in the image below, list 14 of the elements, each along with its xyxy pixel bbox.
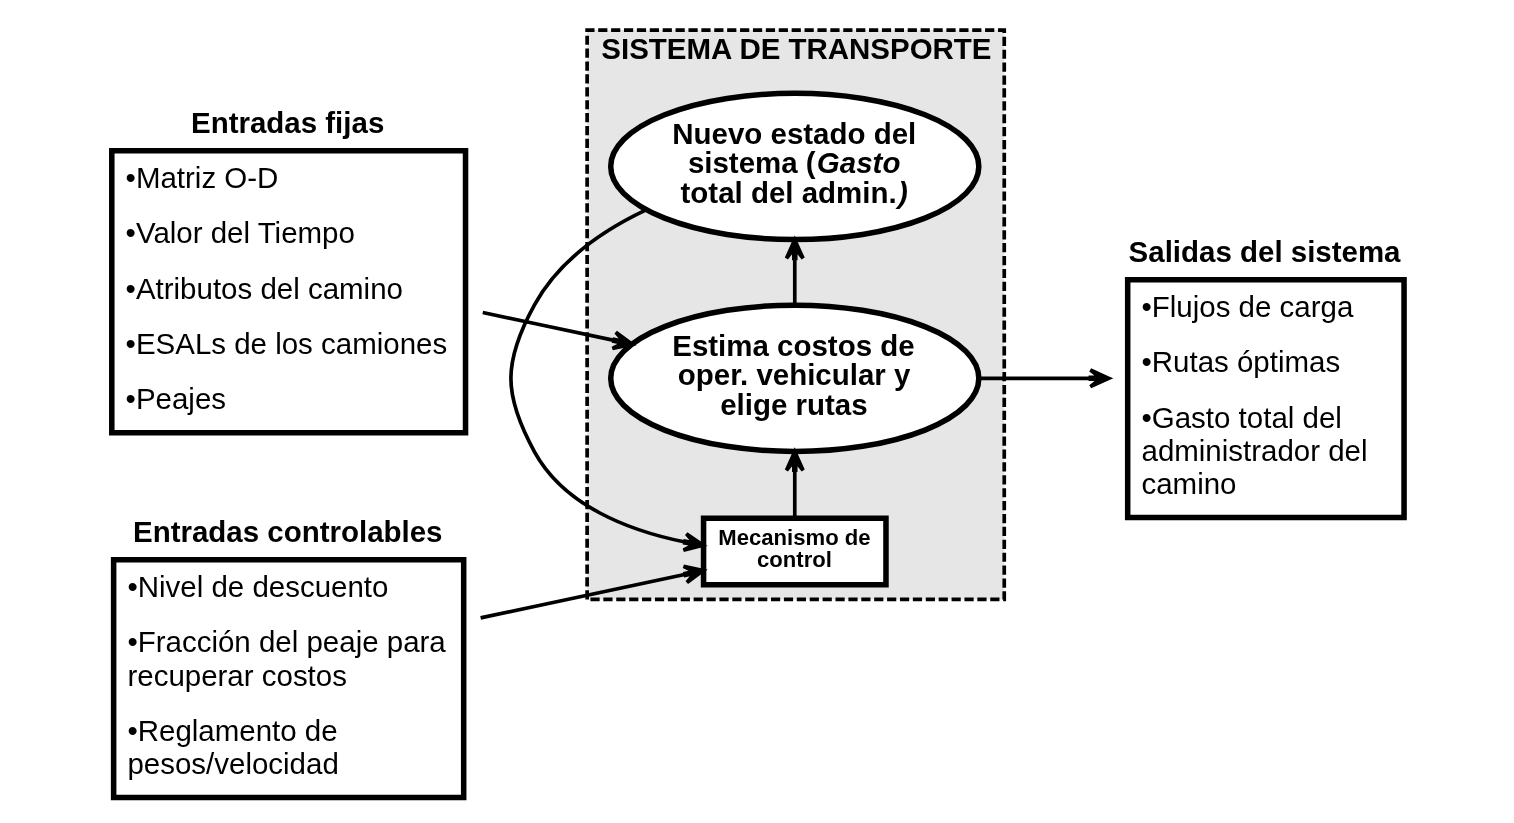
arrow — [784, 238, 805, 305]
node-box: •Nivel de descuento •Fracción del peaje para recuperar costos •Reglamento de pesos/velocidad — [110, 557, 467, 801]
arrow — [978, 368, 1111, 389]
node-box: •Flujos de carga •Rutas óptimas •Gasto total del administrador del camino — [1124, 277, 1407, 521]
node-label: Entradas fijas — [191, 105, 385, 139]
arrow — [480, 564, 706, 620]
node-box: Mecanismo de control — [700, 515, 889, 588]
arrow — [482, 310, 634, 351]
node-box: •Matriz O-D •Valor del Tiempo •Atributos del camino •ESALs de los camiones •Peajes — [109, 148, 469, 436]
arrow — [784, 450, 805, 518]
node-ellipse: Nuevo estado del sistema (Gasto total del admin.) — [607, 90, 982, 243]
node-label: Salidas del sistema — [1128, 234, 1401, 268]
arrow — [509, 208, 705, 552]
node-label: Entradas controlables — [132, 514, 443, 548]
